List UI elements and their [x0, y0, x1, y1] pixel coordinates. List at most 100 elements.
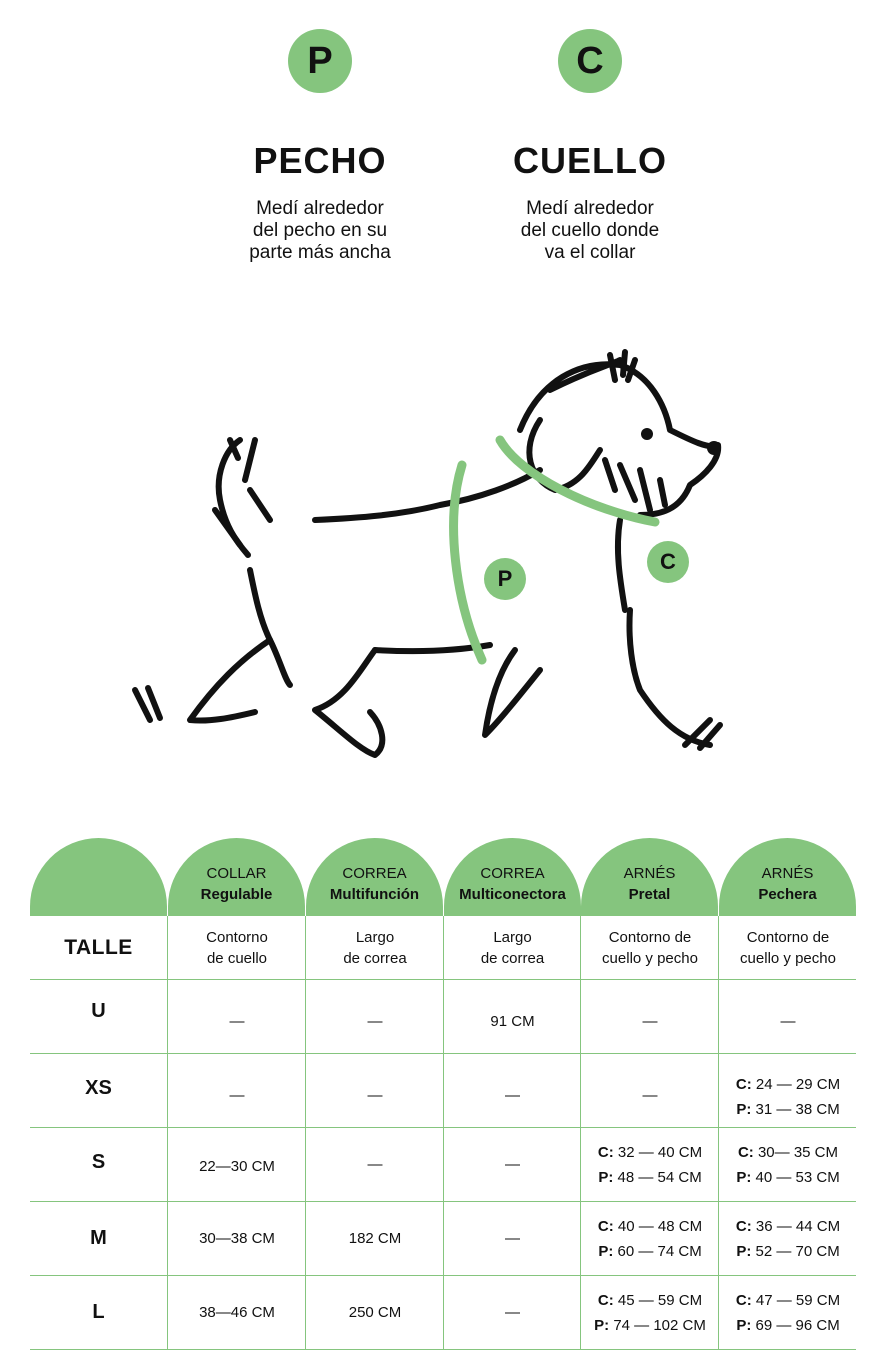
table-row-m: M 30—38 CM 182 CM — C: 40 — 48 CM P: 60 …: [30, 1202, 856, 1276]
dog-head: [517, 361, 722, 518]
description-line: cuello y pecho: [740, 949, 836, 967]
neck-badge: C: [558, 29, 622, 93]
description-line: cuello y pecho: [602, 949, 698, 967]
chest-description: Medí alrededor del pecho en su parte más…: [190, 198, 450, 264]
dog-rear: [247, 567, 293, 688]
neck-description: Medí alrededor del cuello donde va el co…: [460, 198, 720, 264]
chest-measure: P: 52 — 70 CM: [736, 1242, 840, 1260]
dog-front-leg-right: [626, 607, 713, 748]
description-line: de correa: [343, 949, 407, 967]
neck-measure: C: 32 — 40 CM: [597, 1143, 703, 1161]
table-cell: 30—38 CM: [167, 1202, 306, 1275]
header-line2: Pechera: [758, 886, 817, 903]
table-cell: —: [718, 980, 857, 1053]
table-cell: C: 47 — 59 CM P: 69 — 96 CM: [718, 1276, 857, 1349]
header-line1: CORREA: [480, 865, 545, 882]
table-cell: 38—46 CM: [167, 1276, 306, 1349]
header-line1: ARNÉS: [761, 865, 814, 882]
header-line1: COLLAR: [206, 865, 267, 882]
dog-neck-badge: C: [647, 541, 689, 583]
size-label: S: [91, 1151, 106, 1173]
neck-measure: C: 36 — 44 CM: [735, 1217, 841, 1235]
dog-illustration: [132, 349, 723, 758]
neck-measure: C: 40 — 48 CM: [597, 1217, 703, 1235]
table-cell: —: [443, 1054, 581, 1127]
header-line1: ARNÉS: [623, 865, 676, 882]
table-cell: —: [167, 1054, 306, 1127]
dog-rear-leg-left: [187, 637, 273, 724]
table-subheader-row: TALLE Contorno de cuello Largo de correa…: [30, 916, 856, 980]
table-cell: —: [167, 980, 306, 1053]
description-line: Largo: [355, 928, 395, 946]
table-cell: C: 45 — 59 CM P: 74 — 102 CM: [580, 1276, 719, 1349]
size-label: XS: [85, 1077, 112, 1099]
header-corner: [30, 838, 167, 916]
chest-badge: P: [288, 29, 352, 93]
chest-measure: P: 31 — 38 CM: [736, 1100, 840, 1118]
dog-back: [312, 467, 543, 523]
chest-measure: P: 74 — 102 CM: [594, 1316, 706, 1334]
chest-measure: P: 60 — 74 CM: [598, 1242, 702, 1260]
chest-desc-line: del pecho en su: [252, 220, 388, 241]
neck-desc-line: del cuello donde: [520, 220, 660, 241]
neck-measure: C: 24 — 29 CM: [735, 1075, 841, 1093]
description-line: Largo: [493, 928, 532, 946]
neck-desc-line: Medí alrededor: [526, 198, 654, 219]
table-cell: 22—30 CM: [167, 1128, 306, 1201]
chest-title: PECHO: [253, 140, 387, 181]
column-description: Contorno de cuello: [167, 916, 306, 979]
header-line2: Multifunción: [329, 886, 420, 903]
table-cell: —: [305, 980, 444, 1053]
header-line2: Pretal: [628, 886, 671, 903]
table-cell: C: 24 — 29 CM P: 31 — 38 CM: [718, 1054, 857, 1127]
dog-nose: [707, 441, 721, 455]
header-line2: Multiconectora: [459, 886, 566, 903]
chest-measure: P: 48 — 54 CM: [598, 1168, 702, 1186]
column-description: Contorno de cuello y pecho: [718, 916, 857, 979]
table-cell: —: [443, 1128, 581, 1201]
dog-chest: [614, 517, 628, 613]
dog-rear-leg-right: [312, 647, 386, 758]
size-label: M: [90, 1227, 107, 1249]
table-cell: 91 CM: [443, 980, 581, 1053]
neck-measure: C: 45 — 59 CM: [597, 1291, 703, 1309]
column-description: Contorno de cuello y pecho: [580, 916, 719, 979]
description-line: Contorno: [206, 928, 268, 946]
header-correa-multifuncion: CORREA Multifunción: [306, 838, 443, 916]
chest-desc-line: Medí alrededor: [256, 198, 384, 219]
table-cell: C: 30— 35 CM P: 40 — 53 CM: [718, 1128, 857, 1201]
neck-desc-line: va el collar: [544, 242, 636, 263]
header-arnes-pretal: ARNÉS Pretal: [581, 838, 718, 916]
dog-front-leg-left: [482, 647, 543, 738]
chest-measure: P: 40 — 53 CM: [736, 1168, 840, 1186]
chest-desc-line: parte más ancha: [249, 242, 391, 263]
size-table: COLLAR Regulable CORREA Multifunción COR…: [30, 838, 856, 1350]
dog-eye: [641, 428, 653, 440]
table-cell: —: [580, 980, 719, 1053]
table-cell: C: 40 — 48 CM P: 60 — 74 CM: [580, 1202, 719, 1275]
neck-strap: [495, 435, 660, 527]
header-collar-regulable: COLLAR Regulable: [168, 838, 305, 916]
table-cell: —: [305, 1054, 444, 1127]
dog-chest-badge: P: [484, 558, 526, 600]
table-row-u: U — — 91 CM — —: [30, 980, 856, 1054]
table-cell: C: 32 — 40 CM P: 48 — 54 CM: [580, 1128, 719, 1201]
table-cell: —: [580, 1054, 719, 1127]
neck-title: CUELLO: [513, 140, 667, 181]
table-cell: 250 CM: [305, 1276, 444, 1349]
description-line: de cuello: [206, 949, 268, 967]
chest-measure: P: 69 — 96 CM: [736, 1316, 840, 1334]
table-cell: —: [305, 1128, 444, 1201]
table-cell: C: 36 — 44 CM P: 52 — 70 CM: [718, 1202, 857, 1275]
header-correa-multiconectora: CORREA Multiconectora: [444, 838, 581, 916]
neck-measure: C: 30— 35 CM: [737, 1143, 839, 1161]
column-description: Largo de correa: [305, 916, 444, 979]
table-cell: 182 CM: [305, 1202, 444, 1275]
header-line1: CORREA: [342, 865, 407, 882]
size-column-header: TALLE: [64, 935, 133, 959]
table-header-row: COLLAR Regulable CORREA Multifunción COR…: [30, 838, 856, 916]
size-label: U: [91, 1000, 106, 1022]
table-cell: —: [443, 1202, 581, 1275]
neck-measure: C: 47 — 59 CM: [735, 1291, 841, 1309]
chest-strap: [449, 460, 487, 665]
